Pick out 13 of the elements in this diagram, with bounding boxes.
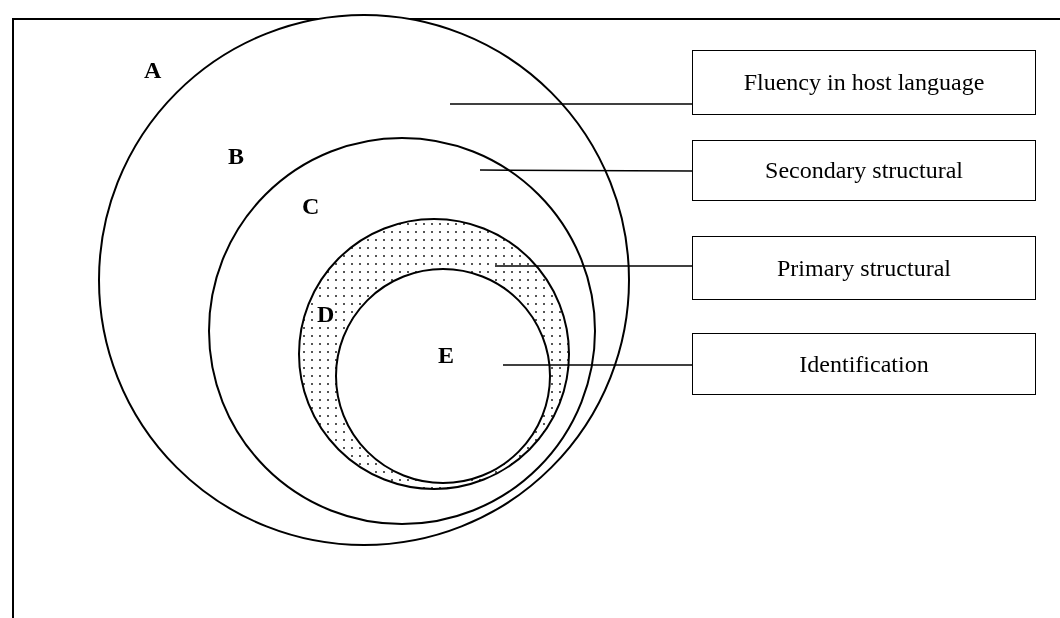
leader-line [494,265,693,267]
leader-line [479,169,693,172]
region-letter: A [144,58,162,82]
label-box: Identification [692,333,1036,395]
region-letter: B [228,144,244,168]
label-box: Primary structural [692,236,1036,300]
label-box: Fluency in host language [692,50,1036,115]
inner-circle [335,268,551,484]
leader-line [502,364,693,366]
label-box: Secondary structural [692,140,1036,201]
region-letter: E [438,343,454,367]
region-letter: C [302,194,320,218]
leader-line [449,103,693,105]
